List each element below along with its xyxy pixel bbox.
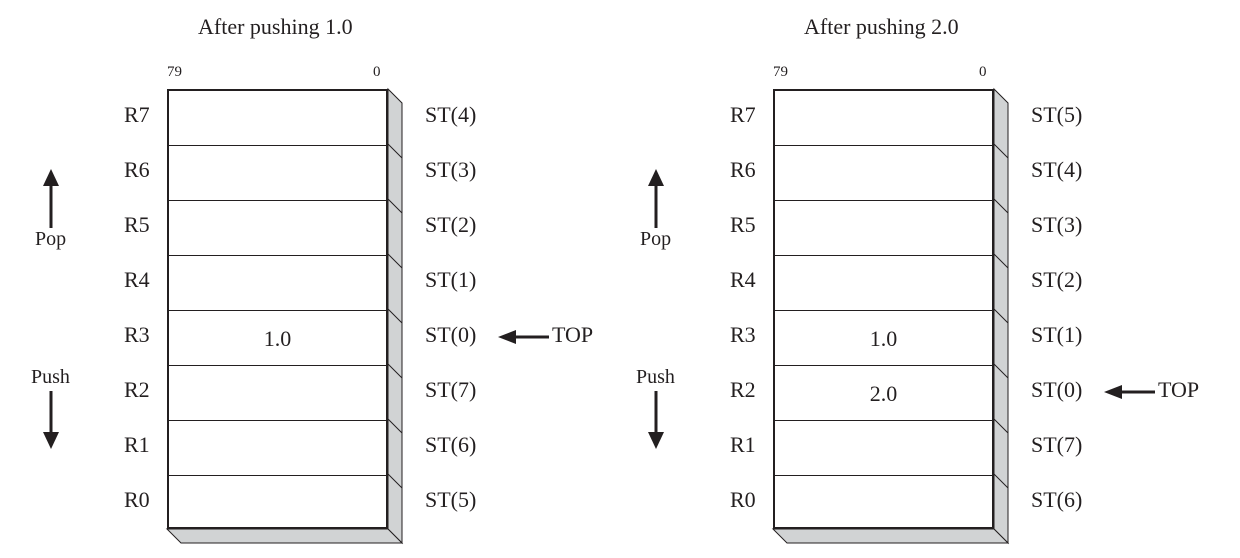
- register-label: R0: [730, 487, 756, 512]
- st-label: ST(2): [1031, 267, 1083, 292]
- stack-panel-after-push-2: After pushing 2.0 79 0 1.0 2.0 R7 R6 R5 …: [606, 0, 1226, 558]
- pop-label: Pop: [640, 228, 672, 250]
- pop-push-arrows: [648, 169, 1155, 449]
- register-cell: [169, 201, 386, 256]
- depth-tick: [387, 308, 403, 324]
- st-label: ST(4): [425, 102, 477, 127]
- up-arrow-icon: [43, 169, 59, 228]
- push-label: Push: [31, 366, 70, 388]
- push-label: Push: [636, 366, 675, 388]
- register-label: R7: [124, 102, 150, 127]
- register-cell: [775, 256, 992, 311]
- depth-tick: [387, 363, 403, 379]
- depth-tick: [993, 253, 1009, 269]
- register-label: R3: [730, 322, 756, 347]
- st-label: ST(0): [425, 322, 477, 347]
- depth-tick: [993, 143, 1009, 159]
- down-arrow-icon: [648, 391, 664, 449]
- panel-title: After pushing 2.0: [804, 14, 959, 39]
- register-label: R4: [730, 267, 756, 292]
- register-label: R7: [730, 102, 756, 127]
- bit-low-label: 0: [979, 64, 987, 80]
- register-cell: [169, 421, 386, 476]
- depth-tick: [993, 308, 1009, 324]
- top-label: TOP: [552, 322, 594, 347]
- bit-high-label: 79: [773, 64, 788, 80]
- bit-high-label: 79: [167, 64, 182, 80]
- top-pointer-arrow-icon: [1104, 385, 1155, 399]
- register-label: R5: [730, 212, 756, 237]
- register-cell: [169, 146, 386, 201]
- register-cell: 1.0: [169, 311, 386, 366]
- register-label: R1: [124, 432, 150, 457]
- register-label: R1: [730, 432, 756, 457]
- st-label: ST(2): [425, 212, 477, 237]
- depth-tick: [993, 473, 1009, 489]
- depth-tick: [387, 473, 403, 489]
- depth-tick: [993, 363, 1009, 379]
- depth-tick: [387, 198, 403, 214]
- register-cell: 2.0: [775, 366, 992, 421]
- depth-tick: [993, 198, 1009, 214]
- register-stack: 1.0 2.0: [773, 89, 994, 529]
- register-cell: [775, 91, 992, 146]
- st-label: ST(3): [425, 157, 477, 182]
- depth-tick: [387, 418, 403, 434]
- down-arrow-icon: [43, 391, 59, 449]
- st-label: ST(3): [1031, 212, 1083, 237]
- register-label: R2: [124, 377, 150, 402]
- panel-title: After pushing 1.0: [198, 14, 353, 39]
- st-label: ST(7): [425, 377, 477, 402]
- register-cell: [775, 421, 992, 476]
- st-label: ST(0): [1031, 377, 1083, 402]
- register-label: R6: [730, 157, 756, 182]
- depth-tick: [387, 143, 403, 159]
- bit-low-label: 0: [373, 64, 381, 80]
- register-cell: 1.0: [775, 311, 992, 366]
- st-label: ST(4): [1031, 157, 1083, 182]
- register-label: R0: [124, 487, 150, 512]
- stack-panel-after-push-1: After pushing 1.0 79 0 1.0 R7 R6 R5 R4 R…: [31, 14, 594, 545]
- register-label: R5: [124, 212, 150, 237]
- register-label: R4: [124, 267, 150, 292]
- st-label: ST(5): [425, 487, 477, 512]
- register-label: R6: [124, 157, 150, 182]
- up-arrow-icon: [648, 169, 664, 228]
- st-label: ST(1): [1031, 322, 1083, 347]
- st-label: ST(7): [1031, 432, 1083, 457]
- register-cell: [775, 201, 992, 256]
- st-label: ST(5): [1031, 102, 1083, 127]
- register-cell: [775, 146, 992, 201]
- stack-depth-shading: [165, 87, 404, 545]
- register-label: R3: [124, 322, 150, 347]
- depth-tick: [387, 253, 403, 269]
- pop-push-arrows: [43, 169, 549, 449]
- register-label: R2: [730, 377, 756, 402]
- st-label: ST(6): [425, 432, 477, 457]
- register-cell: [169, 256, 386, 311]
- st-label: ST(1): [425, 267, 477, 292]
- st-label: ST(6): [1031, 487, 1083, 512]
- register-stack: 1.0: [167, 89, 388, 529]
- register-cell: [169, 91, 386, 146]
- top-label: TOP: [1158, 377, 1200, 402]
- stack-depth-shading: [771, 87, 1010, 545]
- depth-tick: [993, 418, 1009, 434]
- pop-label: Pop: [35, 228, 67, 250]
- register-cell: [169, 366, 386, 421]
- top-pointer-arrow-icon: [498, 330, 549, 344]
